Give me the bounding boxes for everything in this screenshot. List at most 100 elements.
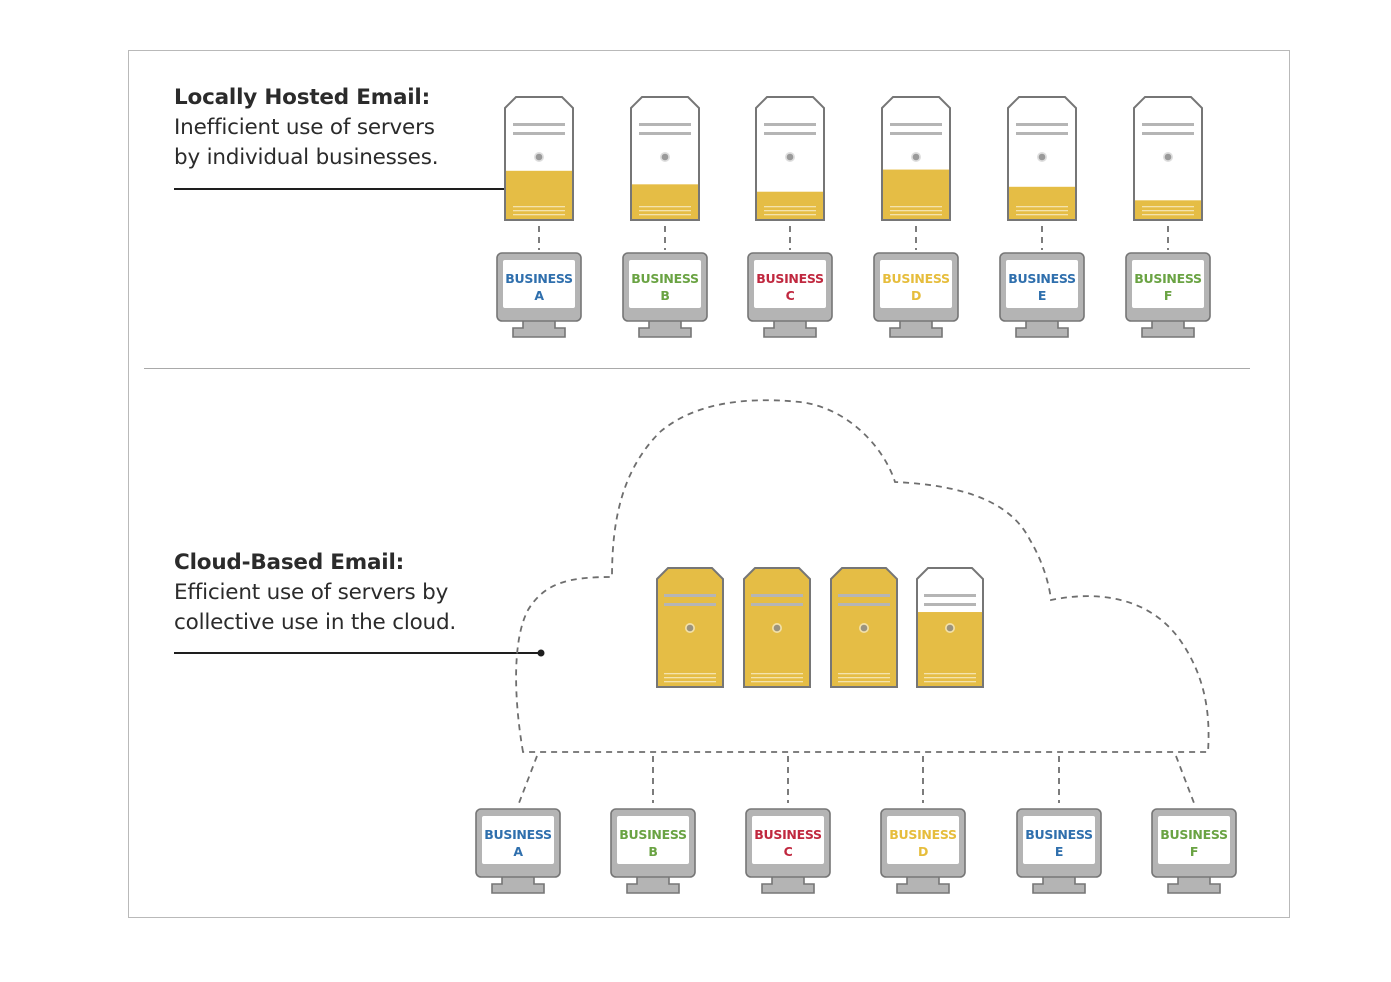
server-power-led bbox=[661, 153, 669, 161]
cloud-server-3 bbox=[830, 567, 898, 688]
server-vent-line bbox=[838, 681, 890, 683]
cloud-caption: Cloud-Based Email: Efficient use of serv… bbox=[174, 548, 456, 638]
server-power-led bbox=[946, 624, 954, 632]
monitor-screen bbox=[1132, 260, 1204, 308]
server-power-led bbox=[773, 624, 781, 632]
server-stripe bbox=[764, 132, 816, 135]
business-word: BUSINESS bbox=[505, 271, 573, 286]
business-word: BUSINESS bbox=[1134, 271, 1202, 286]
monitor-screen bbox=[887, 816, 959, 864]
server-usage-fill bbox=[505, 170, 573, 220]
monitor-stand bbox=[1015, 318, 1069, 338]
business-word: BUSINESS bbox=[1160, 827, 1228, 842]
server-vent-line bbox=[751, 673, 803, 675]
server-vent-line bbox=[1142, 214, 1194, 216]
server-power-led bbox=[860, 624, 868, 632]
monitor-stand bbox=[1141, 318, 1195, 338]
local-business-e-monitor: BUSINESS E bbox=[999, 252, 1085, 338]
business-letter: A bbox=[513, 844, 523, 859]
local-caption: Locally Hosted Email: Inefficient use of… bbox=[174, 83, 439, 173]
business-letter: C bbox=[784, 844, 793, 859]
server-usage-fill bbox=[882, 169, 950, 220]
server-vent-line bbox=[1016, 206, 1068, 208]
business-word: BUSINESS bbox=[484, 827, 552, 842]
server-stripe bbox=[639, 123, 691, 126]
business-letter: C bbox=[786, 288, 795, 303]
business-word: BUSINESS bbox=[1008, 271, 1076, 286]
business-letter: D bbox=[918, 844, 928, 859]
server-power-led bbox=[1164, 153, 1172, 161]
server-outline bbox=[830, 567, 898, 688]
cloud-business-c-monitor: BUSINESS C bbox=[745, 808, 831, 894]
monitor-stand bbox=[512, 318, 566, 338]
business-word: BUSINESS bbox=[1025, 827, 1093, 842]
monitor-screen bbox=[617, 816, 689, 864]
monitor-screen bbox=[482, 816, 554, 864]
business-letter: F bbox=[1190, 844, 1198, 859]
monitor-screen bbox=[503, 260, 575, 308]
server-outline bbox=[656, 567, 724, 688]
server-vent-line bbox=[1016, 214, 1068, 216]
monitor-stand bbox=[761, 874, 815, 894]
section-divider bbox=[144, 368, 1250, 369]
monitor-stand bbox=[889, 318, 943, 338]
cloud-connection-dashed-line bbox=[1175, 755, 1195, 804]
server-vent-line bbox=[664, 677, 716, 679]
cloud-business-f-monitor: BUSINESS F bbox=[1151, 808, 1237, 894]
server-vent-line bbox=[764, 206, 816, 208]
server-vent-line bbox=[924, 673, 976, 675]
local-server-d bbox=[881, 96, 951, 221]
server-vent-line bbox=[890, 206, 942, 208]
server-vent-line bbox=[890, 210, 942, 212]
cloud-caption-leader-dot bbox=[537, 649, 545, 657]
monitor-stand bbox=[1167, 874, 1221, 894]
server-vent-line bbox=[1016, 210, 1068, 212]
diagram-frame bbox=[128, 50, 1290, 918]
monitor-stand bbox=[896, 874, 950, 894]
server-vent-line bbox=[513, 210, 565, 212]
monitor-screen bbox=[880, 260, 952, 308]
business-word: BUSINESS bbox=[619, 827, 687, 842]
server-vent-line bbox=[1142, 206, 1194, 208]
server-stripe bbox=[639, 132, 691, 135]
local-server-a bbox=[504, 96, 574, 221]
server-vent-line bbox=[513, 206, 565, 208]
server-vent-line bbox=[924, 681, 976, 683]
business-word: BUSINESS bbox=[882, 271, 950, 286]
monitor-stand bbox=[1032, 874, 1086, 894]
cloud-business-a-monitor: BUSINESS A bbox=[475, 808, 561, 894]
monitor-stand bbox=[626, 874, 680, 894]
server-outline bbox=[916, 567, 984, 688]
cloud-server-1 bbox=[656, 567, 724, 688]
server-vent-line bbox=[764, 214, 816, 216]
server-vent-line bbox=[751, 677, 803, 679]
business-word: BUSINESS bbox=[754, 827, 822, 842]
server-vent-line bbox=[838, 677, 890, 679]
local-business-d-monitor: BUSINESS D bbox=[873, 252, 959, 338]
monitor-screen bbox=[754, 260, 826, 308]
server-stripe bbox=[1142, 132, 1194, 135]
server-vent-line bbox=[664, 681, 716, 683]
server-outline bbox=[755, 96, 825, 221]
monitor-stand bbox=[491, 874, 545, 894]
business-word: BUSINESS bbox=[631, 271, 699, 286]
business-letter: D bbox=[911, 288, 921, 303]
monitor-screen bbox=[1158, 816, 1230, 864]
server-power-led bbox=[535, 153, 543, 161]
cloud-business-d-monitor: BUSINESS D bbox=[880, 808, 966, 894]
business-letter: E bbox=[1038, 288, 1046, 303]
local-server-b bbox=[630, 96, 700, 221]
server-outline bbox=[1007, 96, 1077, 221]
server-stripe bbox=[924, 594, 976, 597]
server-stripe bbox=[1016, 132, 1068, 135]
business-word: BUSINESS bbox=[889, 827, 957, 842]
monitor-screen bbox=[752, 816, 824, 864]
server-stripe bbox=[664, 594, 716, 597]
cloud-outline bbox=[515, 399, 1210, 753]
